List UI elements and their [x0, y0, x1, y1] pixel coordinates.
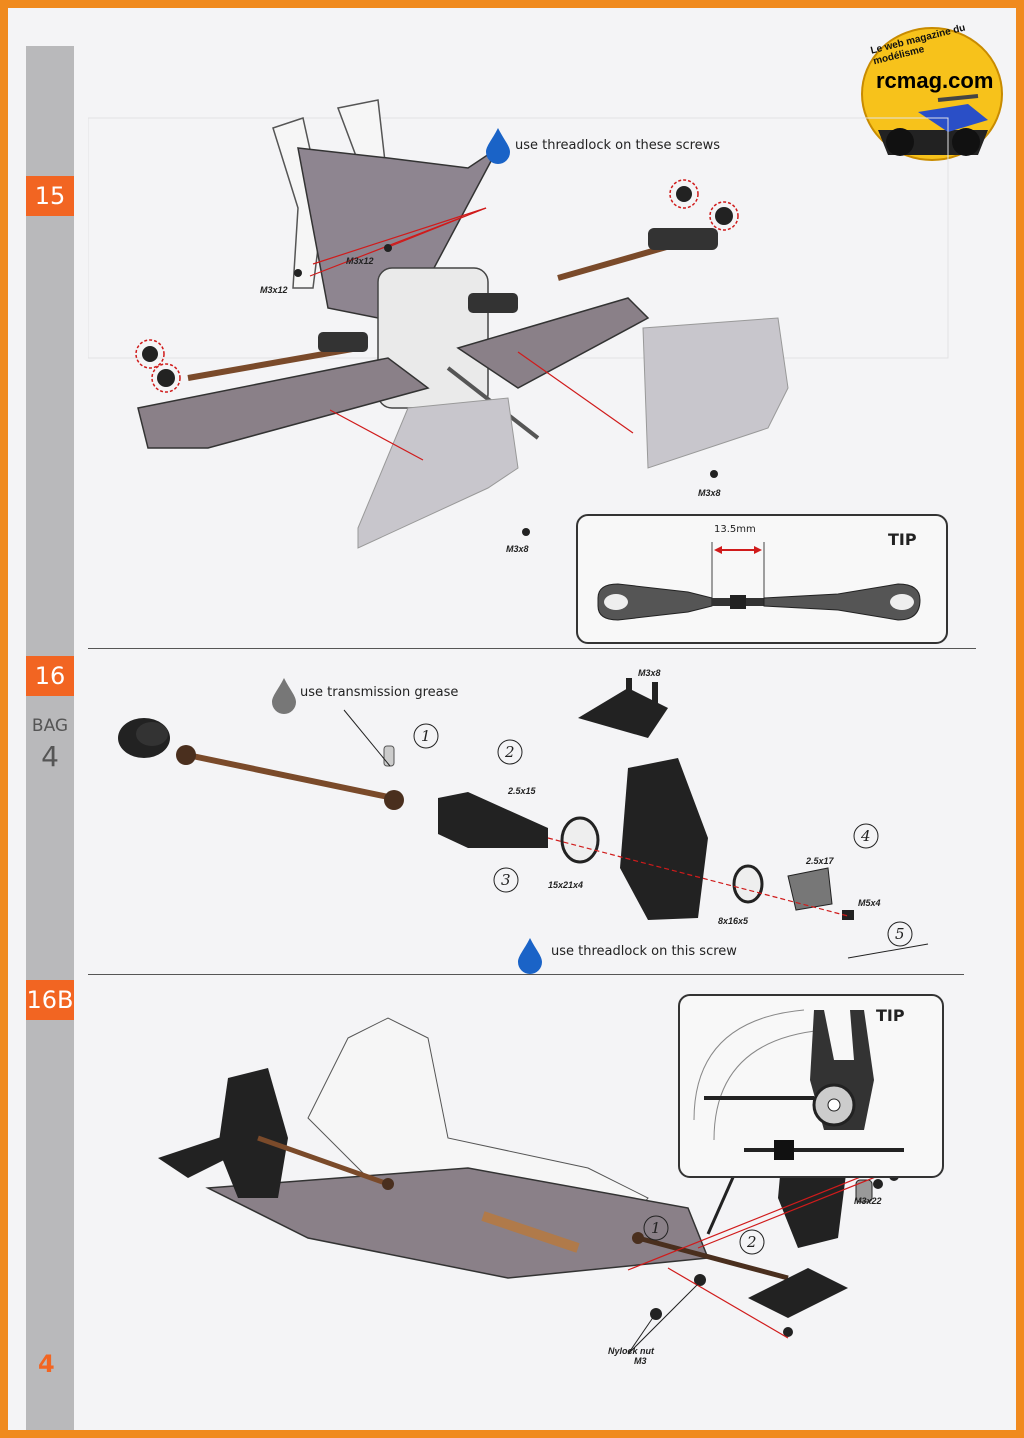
- divider-15-16: [88, 648, 976, 649]
- step16b-diagram: 1 2 M3x22 Nylock nut M3: [158, 1017, 909, 1366]
- turnbuckle-drawing: [597, 542, 921, 621]
- instruction-page: 15 16 16B BAG 4 4 rcmag.com Le web magaz…: [8, 8, 1016, 1430]
- step15-diagram: M3x12 M3x12 M3x8 M3x8: [88, 99, 949, 554]
- part-label-m3x8: M3x8: [638, 668, 661, 678]
- part-label-8x16x5: 8x16x5: [718, 916, 749, 926]
- rcmag-logo: [861, 27, 1003, 161]
- part-label-m5x4: M5x4: [858, 898, 881, 908]
- screw-label-m3x12-a: M3x12: [346, 256, 374, 266]
- part-number-1: 1: [421, 727, 431, 745]
- page-number: 4: [38, 1350, 55, 1378]
- part-number-3: 3: [501, 871, 511, 889]
- threadlock-drop-icon-16: [518, 938, 542, 974]
- screw-label-m3x22: M3x22: [854, 1196, 882, 1206]
- grease-note: use transmission grease: [300, 685, 459, 700]
- part-number-16b-2: 2: [746, 1233, 757, 1251]
- threadlock-note-15: use threadlock on these screws: [515, 138, 721, 153]
- logo-text: rcmag.com: [876, 68, 994, 93]
- part-number-2: 2: [504, 743, 515, 761]
- side-bar: [26, 46, 74, 1430]
- part-label-2.5x17: 2.5x17: [805, 856, 835, 866]
- step-label-16b: 16B: [26, 980, 74, 1020]
- part-number-4: 4: [860, 827, 871, 845]
- threadlock-note-16: use threadlock on this screw: [551, 944, 737, 959]
- nut-size-label: M3: [634, 1356, 647, 1366]
- part-number-16b-1: 1: [651, 1219, 661, 1237]
- part-number-5: 5: [895, 925, 905, 943]
- divider-16-16b: [88, 974, 964, 975]
- grease-drop-icon: [272, 678, 296, 714]
- tip-box-16b: TIP: [678, 994, 944, 1178]
- step-label-16: 16: [26, 656, 74, 696]
- bag-number: 4: [41, 740, 59, 773]
- nut-label: Nylock nut: [608, 1346, 655, 1356]
- step16-diagram: 1 2 3 4 5 M3x8 2.5x15 15x21x4 8x16x5 2.5…: [118, 668, 929, 959]
- tip-box-15: TIP 13.5mm: [576, 514, 948, 644]
- screw-label-m3x8-a: M3x8: [698, 488, 721, 498]
- screw-label-m3x8-b: M3x8: [506, 544, 529, 554]
- part-label-15x21x4: 15x21x4: [548, 880, 583, 890]
- part-label-2.5x15: 2.5x15: [507, 786, 537, 796]
- threadlock-drop-icon: [486, 128, 510, 164]
- bag-label: BAG: [31, 716, 69, 736]
- tip-title-15: TIP: [888, 530, 917, 549]
- tip-title-16b: TIP: [876, 1006, 905, 1025]
- screw-label-m3x12-b: M3x12: [260, 285, 288, 295]
- tip-16b-drawing: [693, 1009, 904, 1160]
- tip-dimension: 13.5mm: [714, 524, 756, 535]
- step-label-15: 15: [26, 176, 74, 216]
